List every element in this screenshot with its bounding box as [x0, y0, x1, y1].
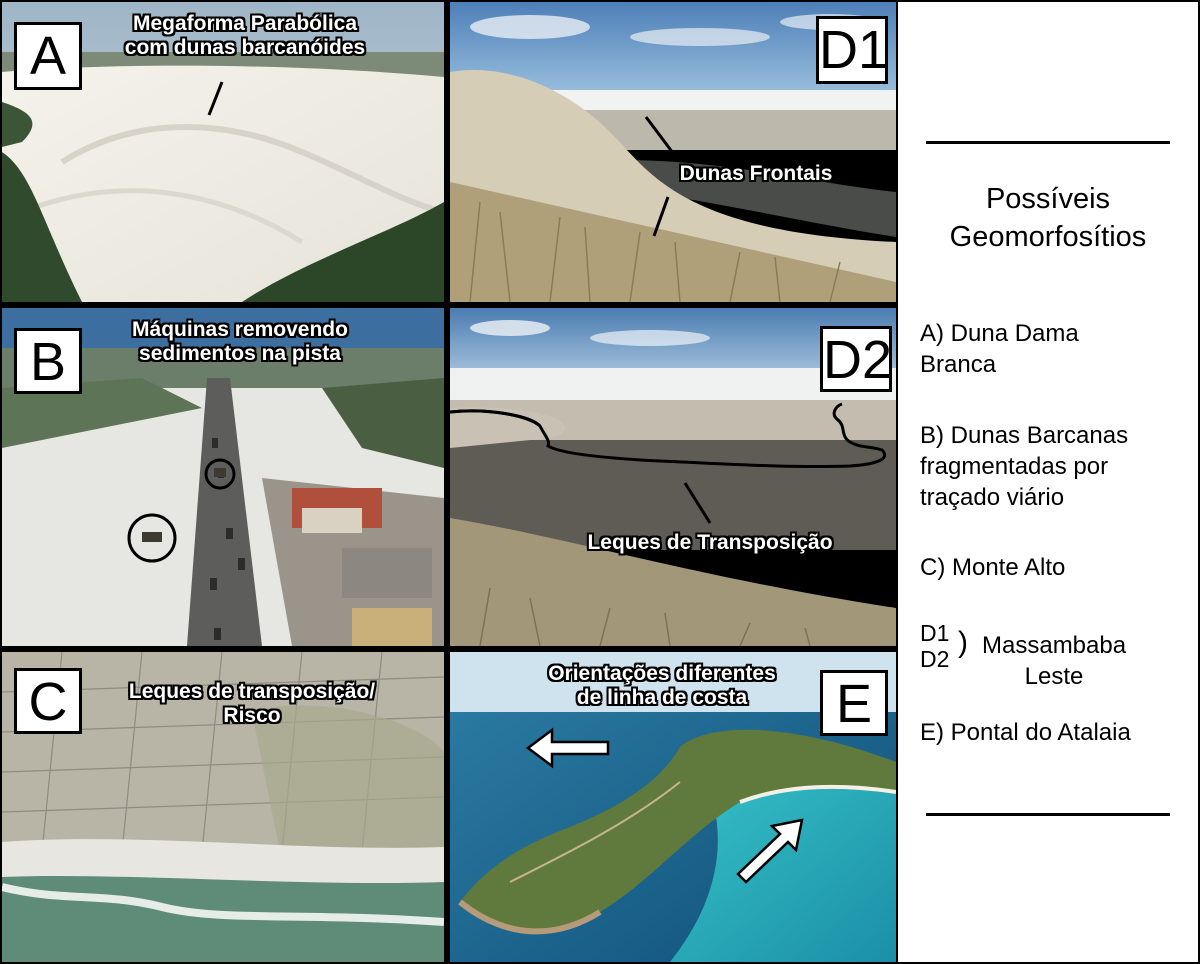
panel-letter-a: A [14, 22, 82, 90]
panel-e-caption: Orientações diferentes de linha de costa [548, 662, 776, 709]
legend-item-d: D1 D2 ) Massambaba Leste [920, 620, 1127, 690]
washover-outline [450, 402, 887, 524]
photo-panel-d2: D2 Leques de Transposição [450, 308, 896, 646]
panel-letter-c: C [14, 668, 82, 734]
photo-panel-d1: D1 Dunas Frontais [450, 2, 896, 302]
legend-item-b: B) Dunas Barcanas fragmentadas por traça… [920, 422, 1129, 511]
photo-panel-b: B Máquinas removendo sedimentos na pista [2, 308, 444, 646]
legend-top-rule [926, 141, 1170, 144]
legend-panel: Possíveis Geomorfosítios A) Duna Dama Br… [898, 2, 1198, 962]
panel-letter-d2: D2 [820, 326, 892, 392]
frontal-dunes-photo [450, 2, 896, 302]
panel-c-caption: Leques de transposição/ Risco [128, 680, 376, 727]
photo-panel-a: A Megaforma Parabólica com dunas barcanó… [2, 2, 444, 302]
coastline-arrows [525, 727, 804, 884]
panel-letter-b: B [14, 328, 82, 394]
panel-letter-e: E [820, 670, 888, 736]
panel-letter-d1: D1 [816, 16, 888, 84]
legend-title: Possíveis Geomorfosítios [949, 183, 1147, 253]
panel-d1-caption: Dunas Frontais [679, 162, 833, 185]
coastal-settlement-photo [2, 652, 444, 962]
pointer-lines-d1 [644, 116, 678, 237]
dune-aerial-photo [2, 2, 444, 302]
pointer-line-a [207, 81, 224, 116]
photo-panel-e: E Orientações diferentes de linha de cos… [450, 652, 896, 962]
legend-item-a: A) Duna Dama Branca [920, 320, 1079, 378]
legend-item-c: C) Monte Alto [920, 554, 1066, 581]
panel-d2-caption: Leques de Transposição [587, 531, 833, 554]
panel-b-caption: Máquinas removendo sedimentos na pista [132, 318, 348, 365]
panel-a-caption: Megaforma Parabólica com dunas barcanóid… [124, 12, 366, 59]
legend-item-e: E) Pontal do Atalaia [920, 719, 1131, 746]
legend-bottom-rule [926, 813, 1170, 816]
machine-highlight-circles [127, 458, 236, 563]
photo-panel-c: C Leques de transposição/ Risco [2, 652, 444, 962]
